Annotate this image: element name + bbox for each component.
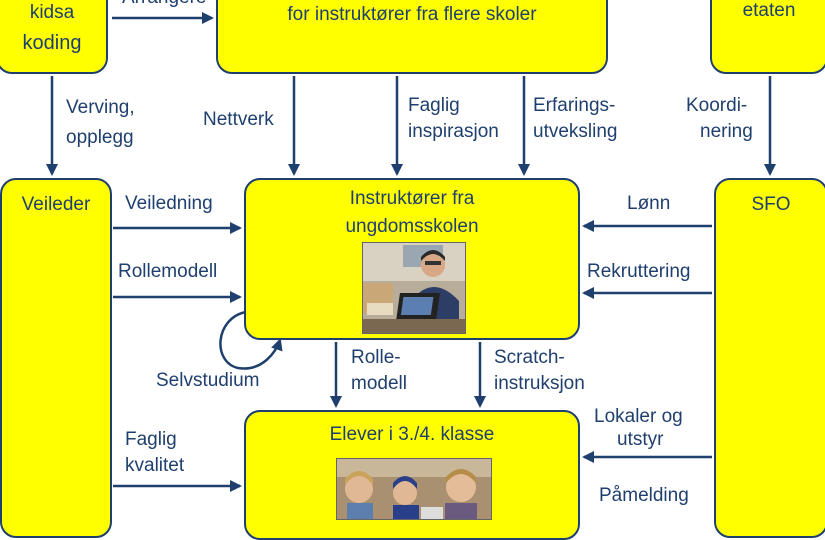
instructor-network-box: for instruktører fra flere skoler	[216, 0, 608, 74]
kidsa-koding-box: kidsa koding	[0, 0, 108, 74]
label-verving-1: Verving,	[66, 97, 135, 118]
instructor-photo	[362, 242, 466, 334]
arrows-layer	[46, 12, 776, 492]
label-rolle-modell-1: Rolle-	[351, 347, 401, 368]
label-scratch-instruksjon-1: Scratch-	[494, 347, 565, 368]
instruktorer-label-2: ungdomsskolen	[345, 216, 479, 237]
label-faglig-kvalitet-2: kvalitet	[125, 455, 185, 476]
etaten-label: etaten	[742, 0, 796, 21]
label-rolle-modell-2: modell	[351, 373, 407, 394]
label-lokaler-utstyr-2: utstyr	[617, 429, 664, 450]
arrow-selvstudium-loop	[219, 310, 283, 370]
label-faglig-kvalitet-1: Faglig	[125, 429, 177, 450]
elever-label: Elever i 3./4. klasse	[329, 424, 495, 445]
label-koordinering-1: Koordi-	[686, 95, 748, 116]
label-verving-2: opplegg	[66, 127, 134, 148]
label-erfaringsutveksling-1: Erfarings-	[533, 95, 616, 116]
kidsa-label: kidsa	[29, 2, 75, 23]
instruktorer-box: Instruktører fra ungdomsskolen	[244, 178, 580, 340]
label-lonn: Lønn	[627, 193, 671, 214]
instruktorer-label-1: Instruktører fra	[349, 188, 475, 209]
label-koordinering-2: nering	[700, 121, 753, 142]
label-faglig-inspirasjon-2: inspirasjon	[408, 121, 499, 142]
etaten-box: etaten	[710, 0, 825, 74]
label-rekruttering: Rekruttering	[587, 261, 691, 282]
label-veiledning: Veiledning	[125, 193, 213, 214]
sfo-label: SFO	[751, 194, 791, 215]
instructor-network-label: for instruktører fra flere skoler	[287, 4, 537, 25]
veileder-label: Veileder	[21, 194, 91, 215]
sfo-box: SFO	[714, 178, 825, 538]
label-erfaringsutveksling-2: utveksling	[533, 121, 618, 142]
label-arrangere: Arrangere	[122, 0, 207, 10]
label-faglig-inspirasjon-1: Faglig	[408, 95, 460, 116]
label-lokaler-utstyr-1: Lokaler og	[594, 406, 683, 427]
koding-label: koding	[22, 32, 82, 54]
label-scratch-instruksjon-2: instruksjon	[494, 373, 585, 394]
label-selvstudium: Selvstudium	[156, 370, 260, 391]
label-nettverk: Nettverk	[203, 109, 274, 130]
label-rollemodell: Rollemodell	[118, 261, 218, 282]
label-pamelding: Påmelding	[599, 485, 689, 506]
